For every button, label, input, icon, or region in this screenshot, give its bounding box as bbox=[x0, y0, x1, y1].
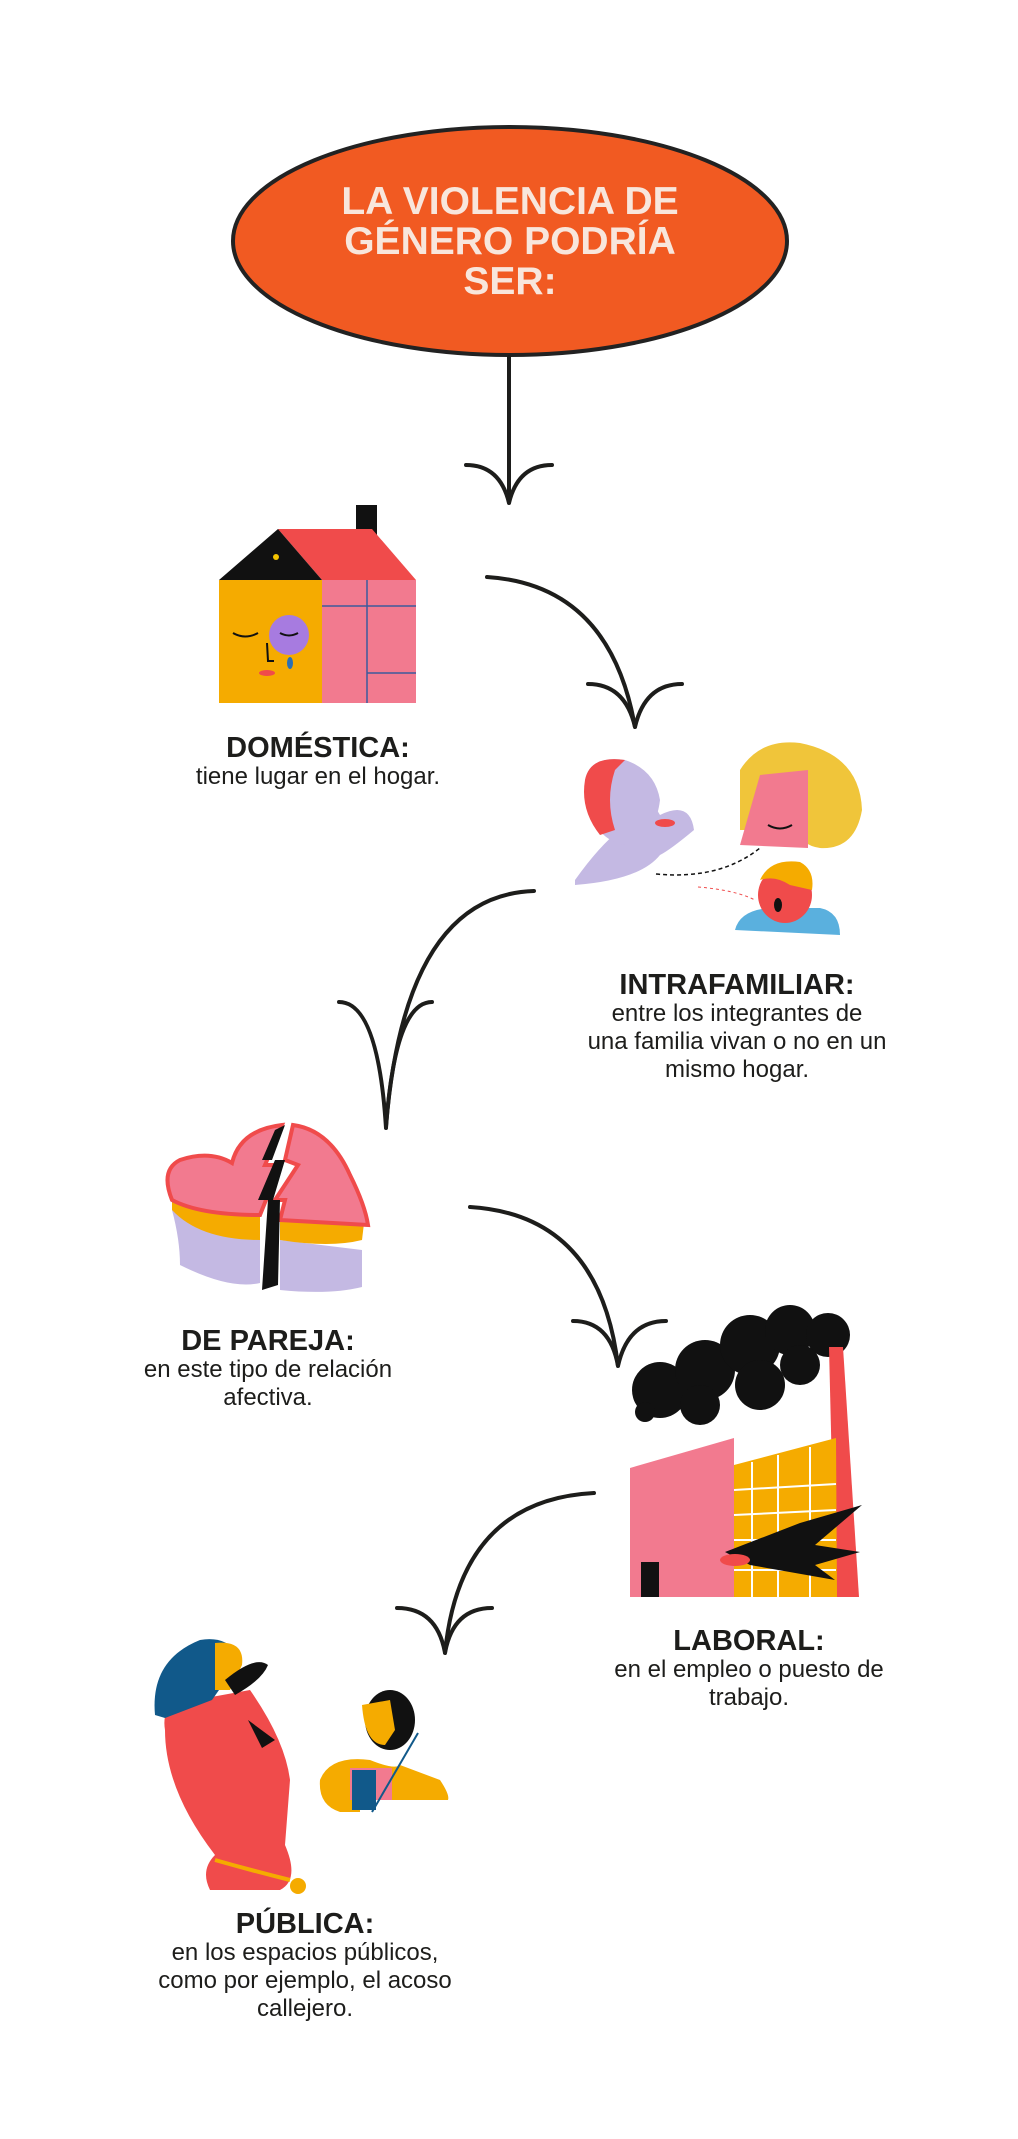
type-laboral: LABORAL: en el empleo o puesto de trabaj… bbox=[614, 1626, 884, 1712]
type-publica: PÚBLICA: en los espacios públicos, como … bbox=[158, 1909, 451, 2023]
header-line: GÉNERO PODRÍA bbox=[344, 219, 676, 263]
type-description: en el empleo o puesto de bbox=[614, 1656, 884, 1683]
type-title: INTRAFAMILIAR: bbox=[619, 969, 855, 1001]
type-description: mismo hogar. bbox=[664, 1056, 810, 1083]
type-description: en este tipo de relación bbox=[143, 1356, 393, 1383]
type-description: como por ejemplo, el acoso bbox=[158, 1967, 452, 1994]
type-description: una familia vivan o no en un bbox=[587, 1028, 887, 1055]
type-intrafamiliar: INTRAFAMILIAR: entre los integrantes de … bbox=[588, 970, 887, 1084]
type-description: en los espacios públicos, bbox=[171, 1939, 439, 1966]
header-line: LA VIOLENCIA DE bbox=[341, 179, 679, 223]
arrow-5 bbox=[395, 1491, 596, 1655]
type-domestica: DOMÉSTICA: tiene lugar en el hogar. bbox=[196, 733, 440, 791]
arrow-3 bbox=[337, 889, 536, 1130]
type-description: trabajo. bbox=[708, 1684, 790, 1711]
type-title: PÚBLICA: bbox=[235, 1908, 375, 1940]
street-harassment-icon bbox=[154, 1639, 449, 1894]
house-icon bbox=[219, 505, 416, 703]
factory-icon bbox=[630, 1305, 862, 1597]
type-description: afectiva. bbox=[223, 1384, 313, 1411]
header-ellipse bbox=[231, 125, 789, 357]
header-title: LA VIOLENCIA DE GÉNERO PODRÍA SER: bbox=[232, 127, 788, 356]
header-line: SER: bbox=[463, 259, 557, 303]
type-title: LABORAL: bbox=[673, 1625, 825, 1657]
arrow-2 bbox=[485, 575, 684, 729]
arrow-4 bbox=[468, 1205, 668, 1368]
type-title: DE PAREJA: bbox=[181, 1325, 355, 1357]
type-title: DOMÉSTICA: bbox=[226, 732, 410, 764]
type-description: callejero. bbox=[256, 1995, 354, 2022]
type-de-pareja: DE PAREJA: en este tipo de relación afec… bbox=[144, 1326, 392, 1412]
arrow-1 bbox=[464, 355, 554, 505]
type-description: entre los integrantes de bbox=[611, 1000, 863, 1027]
type-description: tiene lugar en el hogar. bbox=[195, 763, 441, 790]
family-icon bbox=[575, 742, 862, 935]
broken-heart-icon bbox=[165, 1122, 371, 1292]
